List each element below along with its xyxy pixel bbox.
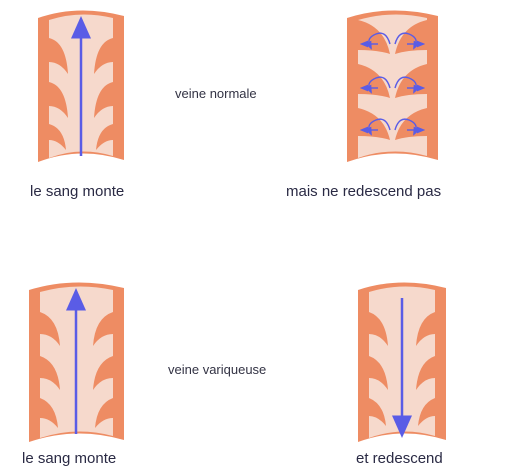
vein-top-right bbox=[347, 10, 438, 162]
label-normal-vein: veine normale bbox=[175, 86, 257, 101]
label-bottom-right: et redescend bbox=[356, 450, 443, 467]
vein-top-left bbox=[38, 10, 124, 162]
label-top-right: mais ne redescend pas bbox=[286, 183, 441, 200]
vein-bottom-left bbox=[29, 282, 124, 442]
label-bottom-left: le sang monte bbox=[22, 450, 116, 467]
vein-bottom-right bbox=[358, 282, 446, 442]
label-top-left: le sang monte bbox=[30, 183, 124, 200]
label-varicose-vein: veine variqueuse bbox=[168, 362, 266, 377]
